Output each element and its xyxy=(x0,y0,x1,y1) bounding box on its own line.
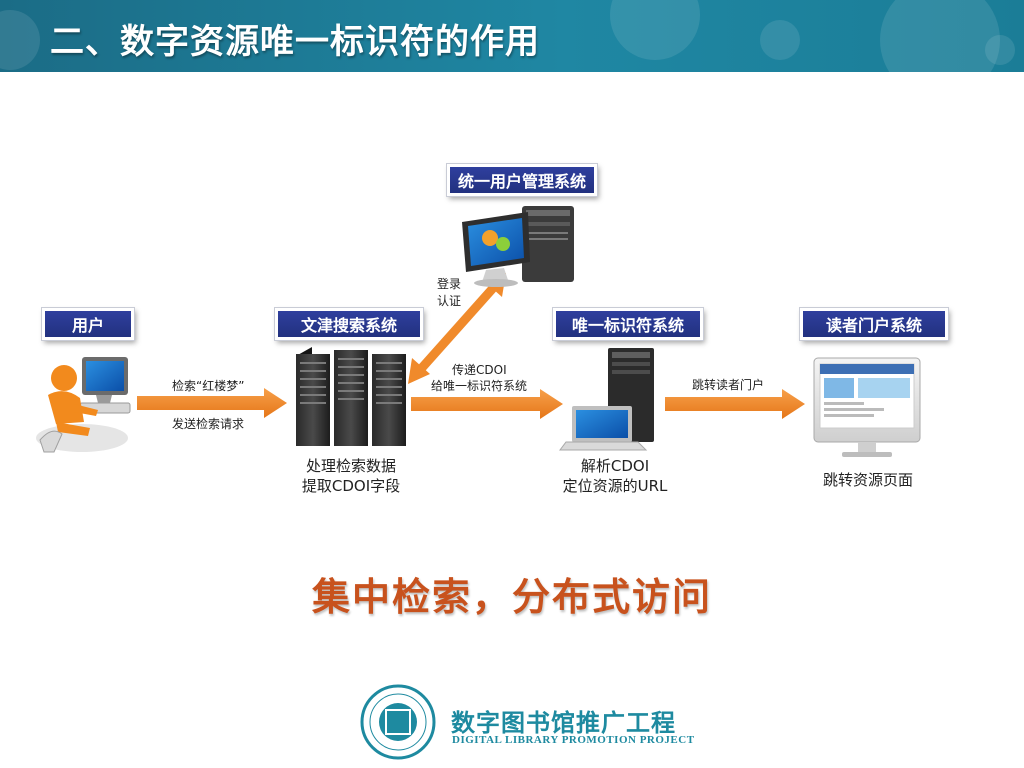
slogan: 集中检索，分布式访问 xyxy=(311,575,712,619)
user-computer-icon xyxy=(36,357,131,453)
caption-line: 定位资源的URL xyxy=(562,477,668,495)
logo-name-en: DIGITAL LIBRARY PROMOTION PROJECT xyxy=(452,734,695,746)
arrow-user-to-search xyxy=(137,388,287,418)
logo-seal-icon xyxy=(360,684,436,760)
edge-label-login: 登录 xyxy=(437,277,462,291)
user-label: 用户 xyxy=(42,308,134,340)
header-band: 二、数字资源唯一标识符的作用 xyxy=(0,0,1024,72)
search-caption: 处理检索数据 提取CDOI字段 xyxy=(281,456,421,496)
edge-label-send-request: 发送检索请求 xyxy=(172,417,245,431)
caption-line: 解析CDOI xyxy=(580,457,650,475)
workstation-icon xyxy=(462,206,574,287)
caption-line: 跳转资源页面 xyxy=(822,471,913,489)
uid-system-label: 唯一标识符系统 xyxy=(553,308,703,340)
edge-label-search-query: 检索“红楼梦” xyxy=(172,379,245,393)
edge-label-pass-cdoi: 传递CDOI xyxy=(452,363,507,377)
server-laptop-icon xyxy=(559,348,654,451)
portal-system-label: 读者门户系统 xyxy=(800,308,948,340)
monitor-icon xyxy=(813,357,921,457)
page-title: 二、数字资源唯一标识符的作用 xyxy=(50,22,540,62)
server-rack-icon xyxy=(296,347,406,446)
search-system-label: 文津搜索系统 xyxy=(275,308,423,340)
edge-label-jump-portal: 跳转读者门户 xyxy=(692,378,765,392)
arrow-uid-to-portal xyxy=(665,389,805,419)
uid-caption: 解析CDOI 定位资源的URL xyxy=(544,456,686,496)
edge-label-auth: 认证 xyxy=(437,294,462,308)
uum-system-label: 统一用户管理系统 xyxy=(447,164,597,196)
edge-label-to-uid: 给唯一标识符系统 xyxy=(431,379,528,393)
caption-line: 提取CDOI字段 xyxy=(301,477,401,495)
caption-line: 处理检索数据 xyxy=(305,457,396,475)
logo-name-cn: 数字图书馆推广工程 xyxy=(451,708,676,737)
arrow-search-to-uid xyxy=(411,389,563,419)
portal-caption: 跳转资源页面 xyxy=(798,470,938,490)
